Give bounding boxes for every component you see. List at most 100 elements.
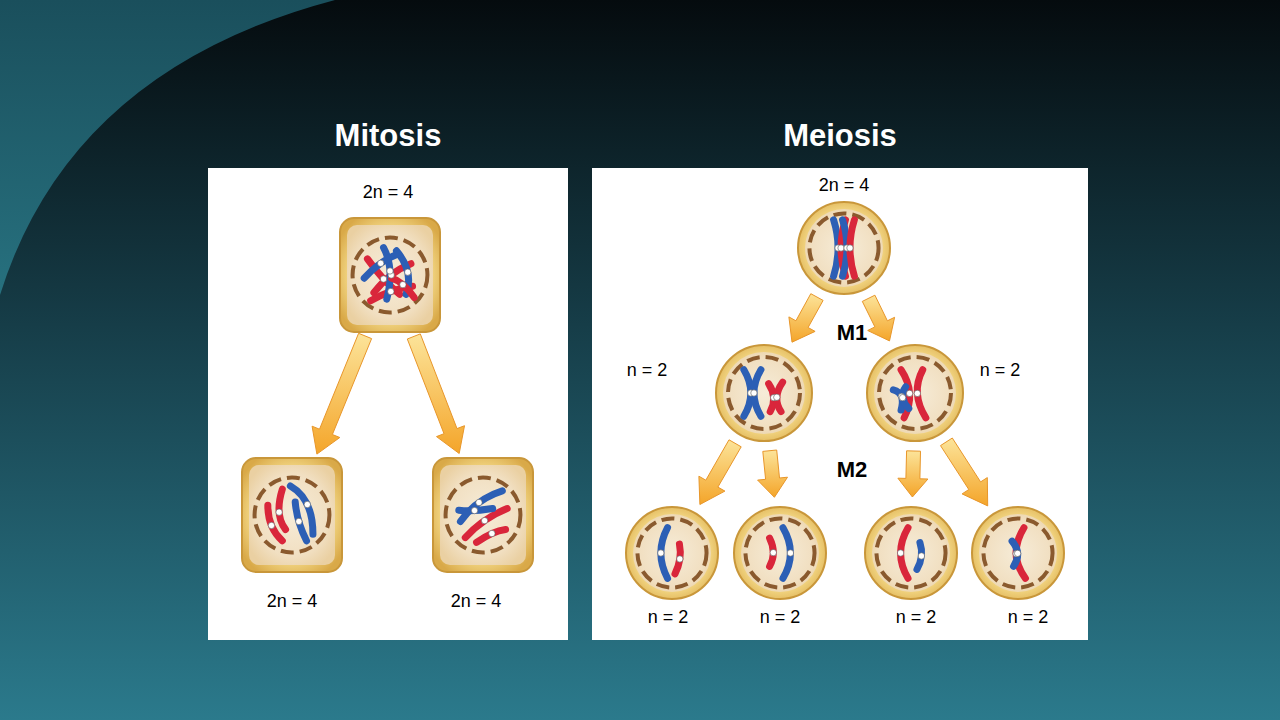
cell-node: 2n = 4 <box>240 456 344 574</box>
nuclear-envelope <box>809 213 878 282</box>
division-arrow <box>862 295 894 341</box>
arrow-shape <box>407 334 464 454</box>
centromere <box>774 394 780 400</box>
centromere <box>380 276 386 282</box>
centromere <box>897 550 903 556</box>
arrow-shape <box>862 295 894 341</box>
division-arrow <box>789 294 823 343</box>
division-arrow <box>699 440 741 505</box>
arrow-shape <box>898 451 928 497</box>
nuclear-envelope <box>255 478 330 553</box>
diagram-panel: Meiosis2n = 4n = 2n = 2n = 2n = 2n = 2n … <box>592 168 1088 640</box>
cell-wall <box>340 218 440 332</box>
arrow-shape <box>941 438 988 506</box>
centromere <box>787 550 793 556</box>
division-arrow <box>758 450 788 497</box>
centromere <box>276 509 282 515</box>
centromere <box>838 245 844 251</box>
diagram-panel: Mitosis2n = 42n = 42n = 4 <box>208 168 568 640</box>
cell-illustration <box>863 505 959 601</box>
panel-heading: Meiosis <box>592 118 1088 154</box>
cell-membrane <box>798 202 890 294</box>
ploidy-label: n = 2 <box>1008 606 1049 628</box>
cytoplasm <box>805 209 883 287</box>
arrow-shape <box>312 333 372 454</box>
nuclear-envelope <box>446 478 521 553</box>
centromere <box>296 518 302 524</box>
cell-membrane <box>865 507 957 599</box>
cell-node: 2n = 4 <box>796 200 892 296</box>
cytoplasm <box>440 465 526 565</box>
division-stage-label: M2 <box>837 457 868 483</box>
division-arrow <box>898 451 928 497</box>
chromosome <box>295 502 306 541</box>
nuclear-envelope <box>876 518 945 587</box>
cell-illustration <box>865 343 965 443</box>
cell-illustration <box>624 505 720 601</box>
nuclear-envelope <box>353 238 428 313</box>
centromere <box>770 549 776 555</box>
centromere <box>899 394 905 400</box>
cytoplasm <box>741 514 819 592</box>
cell-illustration <box>970 505 1066 601</box>
centromere <box>847 245 853 251</box>
cell-wall <box>433 458 533 572</box>
cell-node: n = 2 <box>714 343 814 443</box>
cell-membrane <box>716 345 812 441</box>
centromere <box>658 550 664 556</box>
cell-node: n = 2 <box>970 505 1066 601</box>
cytoplasm <box>249 465 335 565</box>
centromere <box>405 269 411 275</box>
cell-node: 2n = 4 <box>431 456 535 574</box>
centromere <box>304 501 310 507</box>
centromere <box>489 530 495 536</box>
cell-illustration <box>431 456 535 574</box>
division-arrow <box>407 334 464 454</box>
arrow-shape <box>789 294 823 343</box>
cell-illustration <box>338 216 442 334</box>
ploidy-label: 2n = 4 <box>451 590 502 612</box>
centromere <box>476 499 482 505</box>
centromere <box>677 556 683 562</box>
centromere <box>378 260 384 266</box>
centromere <box>1014 550 1020 556</box>
ploidy-label: 2n = 4 <box>267 590 318 612</box>
cytoplasm <box>633 514 711 592</box>
cell-node: n = 2 <box>732 505 828 601</box>
ploidy-label: 2n = 4 <box>819 174 870 196</box>
cytoplasm <box>347 225 433 325</box>
centromere <box>481 517 487 523</box>
centromere <box>400 281 406 287</box>
arrow-shape <box>699 440 741 505</box>
chromosome <box>392 278 415 297</box>
cell-membrane <box>972 507 1064 599</box>
cytoplasm <box>874 352 956 434</box>
centromere <box>268 522 274 528</box>
cytoplasm <box>979 514 1057 592</box>
cell-wall <box>242 458 342 572</box>
centromere <box>387 268 393 274</box>
arrow-shape <box>758 450 788 497</box>
division-arrow <box>312 333 372 454</box>
ploidy-label: n = 2 <box>648 606 689 628</box>
centromere <box>471 507 477 513</box>
centromere <box>751 390 757 396</box>
nuclear-envelope <box>983 518 1052 587</box>
centromere <box>906 390 912 396</box>
centromere <box>388 288 394 294</box>
ploidy-label: n = 2 <box>627 359 668 381</box>
cell-membrane <box>734 507 826 599</box>
nuclear-envelope <box>745 518 814 587</box>
cell-node: 2n = 4 <box>338 216 442 334</box>
ploidy-label: 2n = 4 <box>363 181 414 203</box>
cytoplasm <box>723 352 805 434</box>
division-arrow <box>941 438 988 506</box>
ploidy-label: n = 2 <box>896 606 937 628</box>
nuclear-envelope <box>728 357 800 429</box>
nuclear-envelope <box>637 518 706 587</box>
cytoplasm <box>872 514 950 592</box>
centromere <box>914 390 920 396</box>
